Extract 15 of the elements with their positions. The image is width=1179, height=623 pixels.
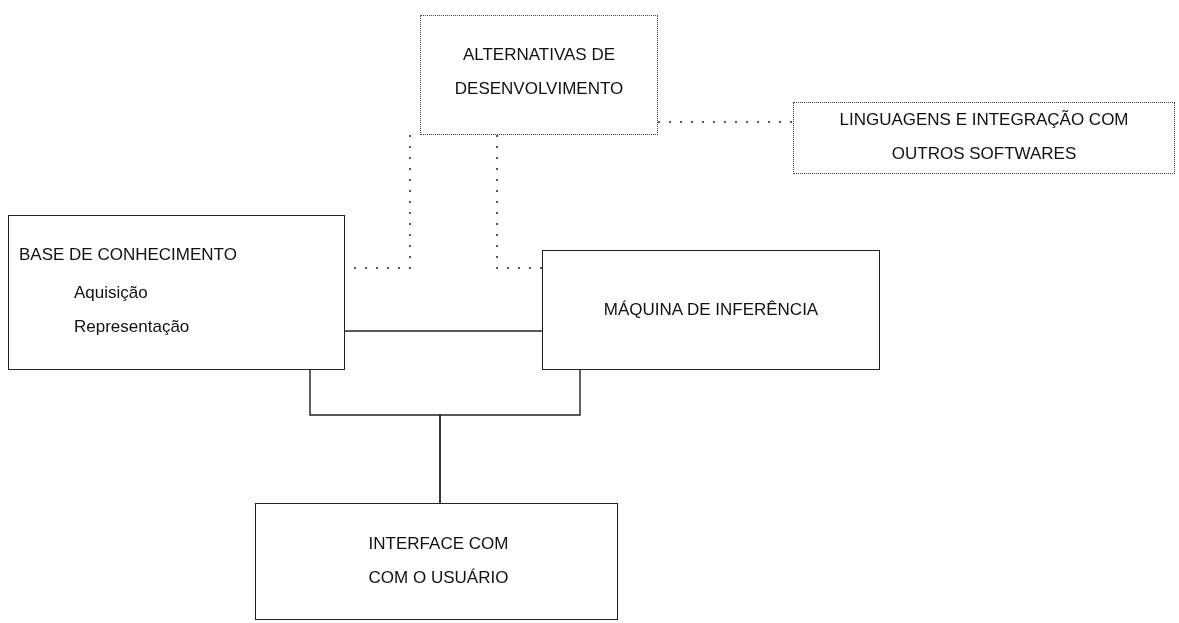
dotted-box <box>420 15 658 135</box>
list-item: Representação <box>74 316 191 338</box>
list-item: Aquisição <box>74 282 149 304</box>
node-label: LINGUAGENS E INTEGRAÇÃO COM OUTROS SOFTWARES <box>839 109 1129 165</box>
process-box <box>542 250 880 370</box>
connector-line <box>439 369 581 504</box>
dotted-connector <box>496 134 543 269</box>
dotted-box <box>793 102 1175 174</box>
node-label: ALTERNATIVAS DE DESENVOLVIMENTO <box>453 44 625 100</box>
process-box <box>255 503 618 620</box>
process-box <box>8 215 345 370</box>
node-label: MÁQUINA DE INFERÊNCIA <box>602 299 820 321</box>
connector-line <box>344 330 543 332</box>
node-label: INTERFACE COM COM O USUÁRIO <box>367 533 510 589</box>
node-label: BASE DE CONHECIMENTO <box>19 244 238 266</box>
